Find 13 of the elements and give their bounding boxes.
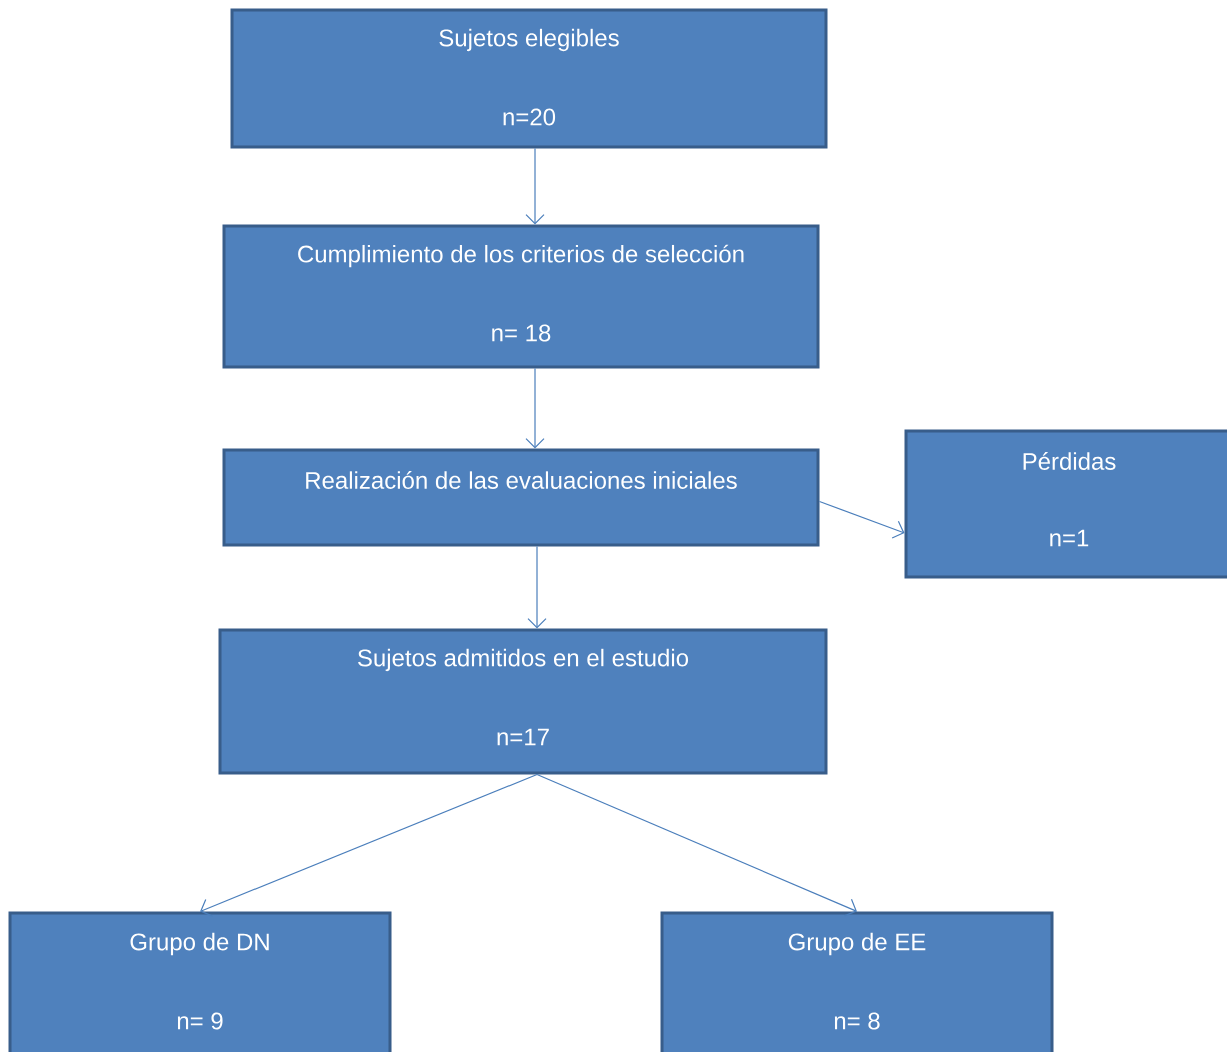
- arrow: [200, 773, 538, 917]
- arrow: [818, 500, 905, 539]
- process-box: Grupo de EE n= 8: [660, 911, 1054, 1052]
- process-box: Sujetos elegibles n=20: [230, 8, 828, 149]
- process-box: Realización de las evaluaciones iniciales: [222, 448, 820, 547]
- process-box: Sujetos admitidos en el estudio n=17: [218, 628, 828, 775]
- arrow: [527, 545, 547, 629]
- process-box: Cumplimiento de los criterios de selección n= 18: [222, 224, 820, 369]
- process-box: Pérdidas n=1: [904, 429, 1227, 579]
- process-box: Grupo de DN n= 9: [8, 911, 392, 1052]
- arrow: [525, 367, 545, 449]
- arrow: [525, 147, 545, 225]
- arrow: [536, 773, 857, 917]
